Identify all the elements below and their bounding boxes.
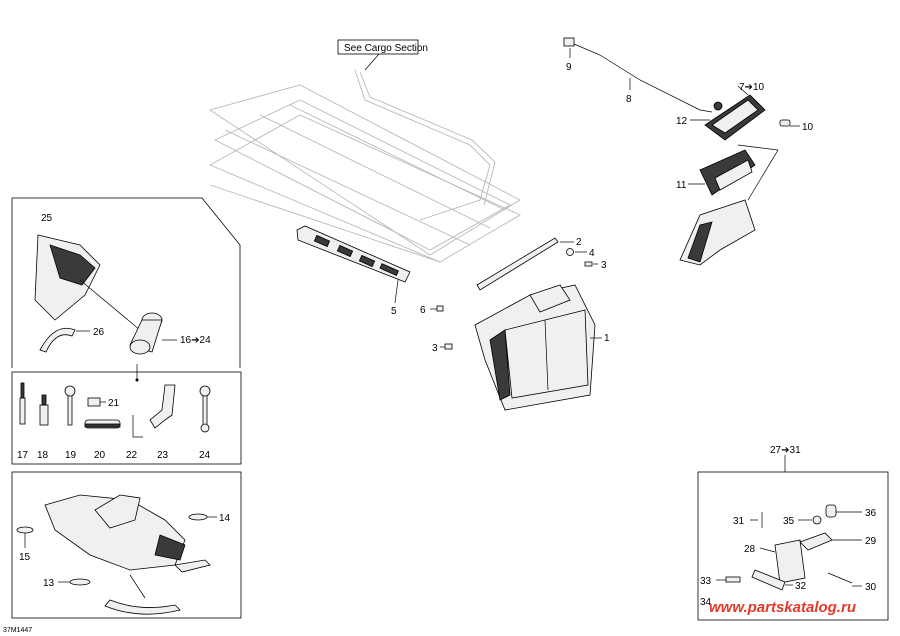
part-1-flap: [474, 284, 596, 411]
part-12-grommet: [713, 101, 723, 111]
part-17-screwdriver: [19, 382, 26, 425]
tool-kit-box-top: [12, 197, 241, 368]
label-31: 31: [733, 516, 745, 527]
label-19: 19: [65, 450, 77, 461]
label-15: 15: [19, 552, 31, 563]
part-15-decal: [16, 526, 34, 534]
label-26: 26: [93, 327, 105, 338]
part-21-clip: [87, 397, 101, 407]
label-14: 14: [219, 513, 231, 524]
label-35: 35: [783, 516, 795, 527]
label-32: 32: [795, 581, 807, 592]
label-13: 13: [43, 578, 55, 589]
part-35-washer: [812, 515, 822, 525]
part-9-connector: [563, 37, 575, 47]
see-cargo-section-box: [337, 39, 419, 55]
label-20: 20: [94, 450, 106, 461]
label-27: 27➔31: [770, 445, 801, 456]
part-13-decal: [69, 578, 91, 586]
watermark: www.partskatalog.ru: [709, 599, 856, 616]
part-14-decal: [188, 513, 208, 521]
part-23-spanner: [149, 384, 176, 429]
label-10: 10: [802, 122, 814, 133]
part-33-screw: [725, 576, 741, 583]
part-20-bands: [84, 419, 121, 429]
part-26-strap: [39, 327, 76, 353]
part-30-bolt: [827, 572, 853, 584]
label-25: 25: [41, 213, 53, 224]
part-19-wrench: [64, 385, 76, 426]
label-1: 1: [604, 333, 610, 344]
cargo-rack-ghost: [208, 69, 521, 263]
label-3-top: 3: [601, 260, 607, 271]
see-cargo-section-text: See Cargo Section: [344, 43, 428, 54]
label-18: 18: [37, 450, 49, 461]
label-3-left: 3: [432, 343, 438, 354]
part-2-strip: [476, 237, 559, 291]
part-4-nut: [566, 248, 574, 256]
snowmobile-drawing: [44, 494, 211, 615]
label-28: 28: [744, 544, 756, 555]
label-7: 7➔10: [739, 82, 765, 93]
label-5: 5: [391, 306, 397, 317]
label-17: 17: [17, 450, 29, 461]
part-24-wrench: [199, 385, 211, 433]
label-2: 2: [576, 237, 582, 248]
part-32-plate: [751, 569, 786, 591]
label-9: 9: [566, 62, 572, 73]
part-3-screw-left: [444, 343, 453, 350]
label-36: 36: [865, 508, 877, 519]
part-5-rail: [296, 225, 411, 283]
label-21: 21: [108, 398, 120, 409]
label-34: 34: [700, 597, 712, 608]
part-6-bolt: [436, 305, 444, 312]
label-11: 11: [676, 180, 687, 191]
label-12: 12: [676, 116, 688, 127]
label-29: 29: [865, 536, 877, 547]
part-18-spark-plug-tool: [39, 394, 49, 426]
tools-box: [11, 371, 242, 465]
label-23: 23: [157, 450, 169, 461]
license-plate-box: [697, 471, 889, 621]
label-8: 8: [626, 94, 632, 105]
label-6: 6: [420, 305, 426, 316]
part-36-spacer: [825, 504, 837, 518]
part-16-toolroll: [129, 312, 163, 355]
part-11-housing: [679, 149, 756, 266]
label-24: 24: [199, 450, 211, 461]
part-3-screw-top: [584, 261, 593, 267]
part-22-hex-key: [132, 415, 143, 438]
label-4: 4: [589, 248, 595, 259]
label-30: 30: [865, 582, 877, 593]
diagram-id: 37M1447: [3, 627, 32, 634]
part-29-mount: [799, 532, 833, 551]
label-22: 22: [126, 450, 138, 461]
part-28-plate-bracket: [774, 539, 806, 584]
label-33: 33: [700, 576, 712, 587]
label-16: 16➔24: [180, 335, 211, 346]
part-10-screw: [779, 119, 791, 127]
part-25-bag: [34, 234, 101, 321]
snowmobile-box: [11, 471, 242, 619]
